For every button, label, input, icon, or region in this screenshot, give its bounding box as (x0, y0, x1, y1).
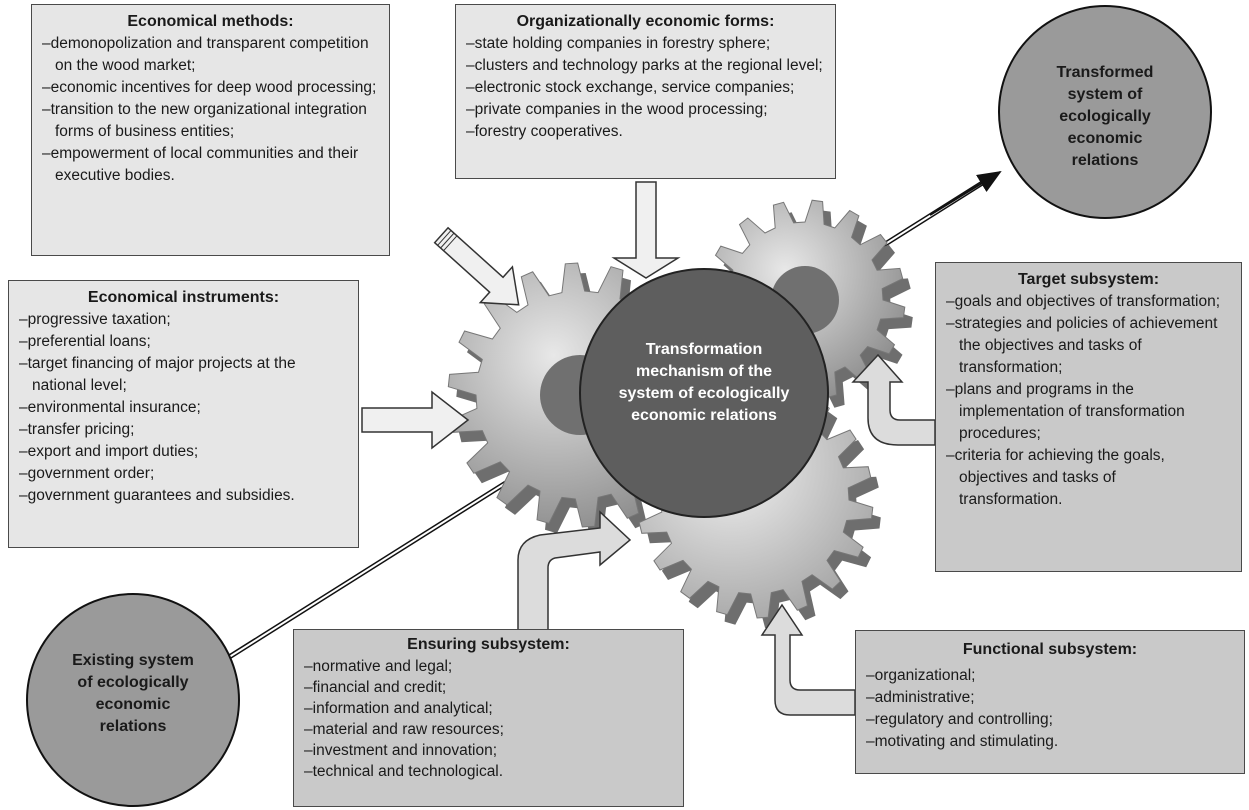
list-item: goals and objectives of transformation; (946, 291, 1221, 313)
list-item: environmental insurance; (19, 397, 348, 419)
list-item: transfer pricing; (19, 419, 348, 441)
list-item: forestry cooperatives. (466, 121, 825, 143)
ensuring-subsystem-list: normative and legal; financial and credi… (304, 656, 673, 782)
list-item: material and raw resources; (304, 719, 673, 740)
list-item: motivating and stimulating. (866, 731, 1234, 753)
economical-methods-title: Economical methods: (127, 13, 294, 30)
functional-subsystem-box: Functional subsystem: organizational; ad… (855, 630, 1245, 774)
list-item: regulatory and controlling; (866, 709, 1234, 731)
list-item: empowerment of local communities and the… (42, 143, 379, 187)
list-item: financial and credit; (304, 677, 673, 698)
list-item: investment and innovation; (304, 740, 673, 761)
list-item: administrative; (866, 687, 1234, 709)
functional-subsystem-list: organizational; administrative; regulato… (866, 665, 1234, 753)
organizational-forms-box: Organizationally economic forms: state h… (455, 4, 836, 179)
target-subsystem-list: goals and objectives of transformation; … (946, 291, 1231, 511)
list-item: state holding companies in forestry sphe… (466, 33, 825, 55)
transformed-system-label: Transformed system of ecologically econo… (1056, 64, 1154, 169)
gear-top-right-icon-hole (771, 266, 839, 334)
ensuring-subsystem-title: Ensuring subsystem: (407, 636, 570, 653)
list-item: strategies and policies of achievement t… (946, 313, 1221, 379)
list-item: information and analytical; (304, 698, 673, 719)
gear-left-icon-hole (540, 355, 620, 435)
list-item: preferential loans; (19, 331, 348, 353)
list-item: economic incentives for deep wood proces… (42, 77, 379, 99)
list-item: electronic stock exchange, service compa… (466, 77, 825, 99)
existing-system-label: Existing system of ecologically economic… (72, 652, 194, 735)
ensuring-subsystem-box: Ensuring subsystem: normative and legal;… (293, 629, 684, 807)
list-item: transition to the new organizational int… (42, 99, 379, 143)
list-item: organizational; (866, 665, 1234, 687)
list-item: target financing of major projects at th… (19, 353, 348, 397)
economical-methods-box: Economical methods: demonopolization and… (31, 4, 390, 256)
list-item: government order; (19, 463, 348, 485)
list-item: normative and legal; (304, 656, 673, 677)
target-subsystem-box: Target subsystem: goals and objectives o… (935, 262, 1242, 572)
functional-subsystem-title: Functional subsystem: (962, 641, 1138, 658)
connector-arrow (929, 170, 1002, 216)
economical-instruments-title: Economical instruments: (87, 289, 280, 306)
list-item: private companies in the wood processing… (466, 99, 825, 121)
list-item: technical and technological. (304, 761, 673, 782)
economical-methods-list: demonopolization and transparent competi… (42, 33, 379, 187)
organizational-forms-list: state holding companies in forestry sphe… (466, 33, 825, 143)
target-subsystem-title: Target subsystem: (1017, 271, 1160, 288)
economical-instruments-list: progressive taxation; preferential loans… (19, 309, 348, 507)
list-item: government guarantees and subsidies. (19, 485, 348, 507)
list-item: demonopolization and transparent competi… (42, 33, 379, 77)
economical-instruments-box: Economical instruments: progressive taxa… (8, 280, 359, 548)
list-item: criteria for achieving the goals, object… (946, 445, 1221, 511)
list-item: clusters and technology parks at the reg… (466, 55, 825, 77)
list-item: export and import duties; (19, 441, 348, 463)
list-item: plans and programs in the implementation… (946, 379, 1221, 445)
mechanism-label: Transformation mechanism of the system o… (618, 341, 790, 424)
organizational-forms-title: Organizationally economic forms: (516, 13, 775, 30)
list-item: progressive taxation; (19, 309, 348, 331)
